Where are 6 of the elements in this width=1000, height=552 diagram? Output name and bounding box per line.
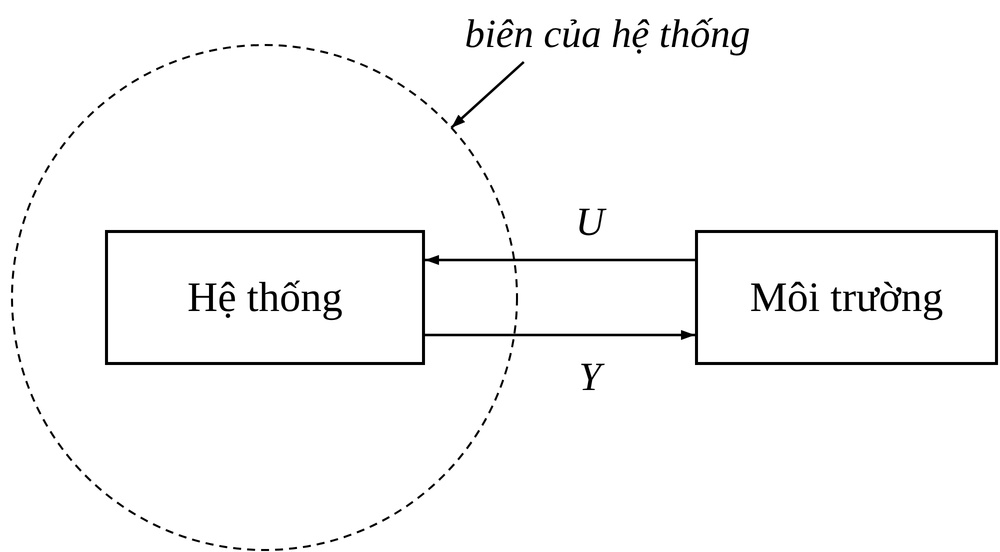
leader-line [450,61,525,129]
boundary-label: biên của hệ thống [415,6,800,62]
block-box: Môi trường [695,230,998,365]
arrow [425,255,695,265]
block-box: Hệ thống [105,230,425,365]
arrow [425,330,695,340]
